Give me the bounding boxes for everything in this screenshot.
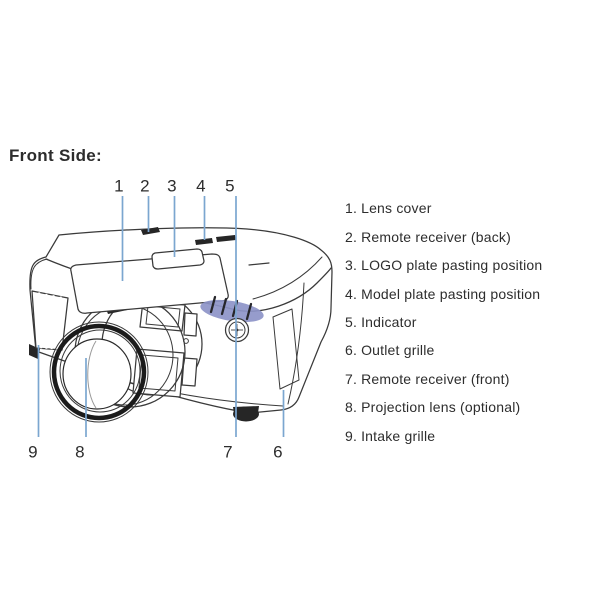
left-corner-contour xyxy=(30,258,48,290)
legend-item-label: Remote receiver (back) xyxy=(361,228,511,245)
legend-item-6: 6. Outlet grille xyxy=(345,336,542,364)
legend-item-number: 7. xyxy=(345,370,358,387)
legend-item-label: Lens cover xyxy=(361,200,432,217)
legend-item-3: 3. LOGO plate pasting position xyxy=(345,251,542,279)
callout-number-7: 7 xyxy=(223,442,233,462)
legend-item-label: Indicator xyxy=(361,313,417,330)
callout-number-9: 9 xyxy=(28,442,38,462)
legend-item-label: Outlet grille xyxy=(361,342,435,359)
legend-item-number: 2. xyxy=(345,228,358,245)
lens-reflection xyxy=(87,340,97,409)
top-panel-seam-dash xyxy=(248,262,270,266)
legend-item-2: 2. Remote receiver (back) xyxy=(345,222,542,250)
legend-item-number: 3. xyxy=(345,257,358,274)
outlet-grille xyxy=(272,308,300,390)
indicator-led xyxy=(245,302,253,321)
logo-plate xyxy=(151,248,205,270)
legend-item-9: 9. Intake grille xyxy=(345,422,542,450)
legend-item-number: 6. xyxy=(345,342,358,359)
callout-number-1: 1 xyxy=(114,176,124,196)
lens-cover-panel xyxy=(70,253,229,314)
callout-number-2: 2 xyxy=(140,176,150,196)
intake-grille xyxy=(31,290,69,351)
legend-item-7: 7. Remote receiver (front) xyxy=(345,365,542,393)
callout-number-3: 3 xyxy=(167,176,177,196)
model-plate xyxy=(195,238,213,245)
legend-item-5: 5. Indicator xyxy=(345,308,542,336)
callout-number-8: 8 xyxy=(75,442,85,462)
callout-number-6: 6 xyxy=(273,442,283,462)
legend-item-number: 4. xyxy=(345,285,358,302)
lens-rim xyxy=(51,323,147,421)
legend-item-label: Intake grille xyxy=(361,427,436,444)
leader-lines xyxy=(37,196,285,437)
callout-number-5: 5 xyxy=(225,176,235,196)
remote-receiver-front xyxy=(224,317,250,343)
callout-number-4: 4 xyxy=(196,176,206,196)
legend-item-label: Projection lens (optional) xyxy=(361,399,521,416)
legend-item-number: 8. xyxy=(345,399,358,416)
legend-item-number: 5. xyxy=(345,313,358,330)
legend-item-number: 9. xyxy=(345,427,358,444)
legend-item-4: 4. Model plate pasting position xyxy=(345,279,542,307)
indicator xyxy=(200,295,264,323)
indicator-led xyxy=(209,295,217,314)
projection-lens xyxy=(49,321,149,423)
legend-item-label: Remote receiver (front) xyxy=(361,370,510,387)
right-corner-contour xyxy=(252,256,323,300)
legend-item-number: 1. xyxy=(345,200,358,217)
legend-item-label: LOGO plate pasting position xyxy=(361,257,543,274)
front-right-corner-edge xyxy=(287,282,305,405)
remote-receiver-back-slot xyxy=(141,227,160,235)
legend-item-label: Model plate pasting position xyxy=(361,285,541,302)
indicator-led xyxy=(220,297,228,316)
lens-glass xyxy=(62,338,132,410)
top-panels xyxy=(70,227,236,314)
legend-item-8: 8. Projection lens (optional) xyxy=(345,393,542,421)
legend-item-1: 1. Lens cover xyxy=(345,194,542,222)
front-foot-pad xyxy=(233,406,259,422)
model-plate xyxy=(216,235,236,242)
page-title: Front Side: xyxy=(9,146,103,165)
legend-list: 1. Lens cover 2. Remote receiver (back) … xyxy=(345,194,542,450)
